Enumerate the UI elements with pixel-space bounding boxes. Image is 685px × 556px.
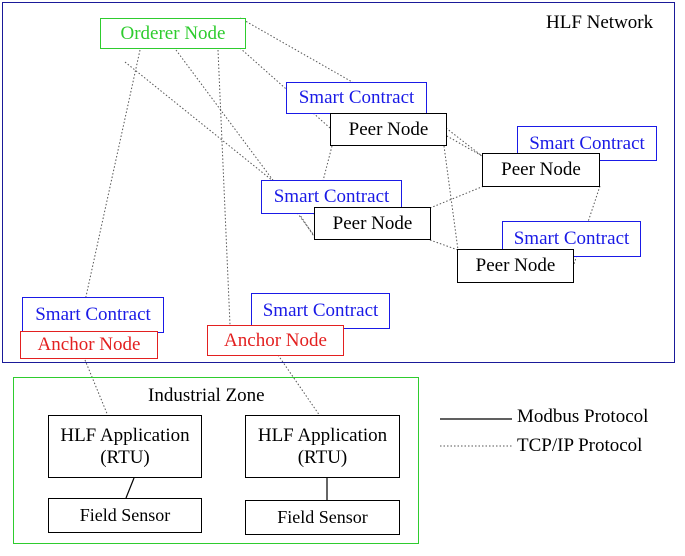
industrial-zone-region [13, 377, 419, 544]
hlf-application-left-line2: (RTU) [100, 446, 150, 468]
hlf-network-label: HLF Network [546, 12, 654, 33]
hlf-application-left: HLF Application (RTU) [48, 415, 202, 478]
industrial-zone-label: Industrial Zone [148, 385, 265, 406]
smart-contract-anchor-right: Smart Contract [251, 293, 390, 329]
link-peer-center-peer-right [429, 185, 485, 209]
field-sensor-right: Field Sensor [245, 500, 400, 535]
hlf-application-right-line1: HLF Application [257, 424, 388, 446]
legend-tcpip-label: TCP/IP Protocol [517, 435, 643, 456]
link-peer-center-peer-bottom [429, 239, 459, 251]
link-peer-top-peer-right [445, 127, 483, 157]
peer-node-top: Peer Node [330, 113, 447, 146]
link-orderer-peer-center [175, 49, 317, 239]
field-sensor-left: Field Sensor [48, 498, 202, 533]
hlf-application-left-line1: HLF Application [60, 424, 190, 446]
link-peer-center-sc [299, 214, 316, 239]
anchor-node-right: Anchor Node [207, 325, 344, 356]
orderer-node: Orderer Node [100, 18, 246, 49]
smart-contract-anchor-left: Smart Contract [22, 297, 164, 333]
peer-node-center: Peer Node [314, 207, 431, 240]
peer-node-bottom: Peer Node [457, 249, 574, 283]
hlf-application-right: HLF Application (RTU) [245, 415, 400, 478]
link-orderer-anchor-left [77, 49, 141, 334]
smart-contract-top: Smart Contract [286, 82, 427, 114]
link-anchor-left-app [84, 359, 109, 417]
link-orderer-anchor-right [217, 49, 231, 326]
link-app-left-sensor [125, 477, 135, 499]
peer-node-right: Peer Node [482, 153, 600, 187]
legend-modbus-label: Modbus Protocol [517, 406, 649, 427]
hlf-network-region [2, 2, 675, 363]
link-orderer-peer-top [239, 47, 331, 129]
hlf-application-right-line2: (RTU) [297, 446, 348, 468]
anchor-node-left: Anchor Node [20, 331, 158, 359]
